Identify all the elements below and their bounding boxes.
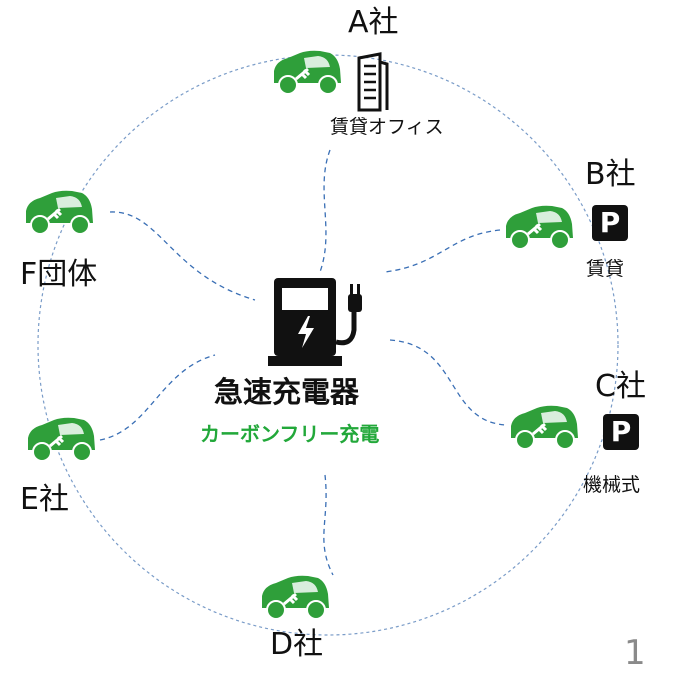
ev-car-icon-d [262, 575, 329, 620]
link-a [319, 149, 331, 273]
ev-charger-icon [268, 278, 362, 366]
parking-icon-b: P [592, 205, 628, 241]
ev-car-icon-b [506, 205, 573, 250]
hub-subtitle: カーボンフリー充電 [200, 422, 380, 446]
page-number: 1 [624, 633, 646, 673]
node-label-a: A社 [348, 5, 399, 40]
node-sub-a: 賃貸オフィス [330, 116, 444, 138]
parking-icon-c: P [603, 414, 639, 450]
ev-car-icon-e [28, 417, 95, 462]
node-label-b: B社 [585, 157, 636, 192]
office-building-icon [357, 52, 389, 112]
node-sub-c: 機械式 [583, 474, 641, 496]
link-f [109, 211, 256, 301]
link-c [389, 339, 506, 426]
node-label-f: F団体 [20, 257, 98, 292]
node-label-c: C社 [595, 369, 646, 404]
ev-car-icon-c [511, 405, 578, 450]
hub-title: 急速充電器 [214, 375, 360, 409]
link-e [99, 354, 216, 441]
link-d [323, 474, 334, 576]
ev-car-icon-f [26, 190, 93, 235]
ev-car-icon-a [274, 50, 341, 95]
node-label-d: D社 [270, 627, 324, 662]
node-label-e: E社 [20, 482, 69, 517]
link-b [384, 229, 501, 273]
outer-ring [37, 54, 619, 636]
node-sub-b: 賃貸 [586, 258, 625, 280]
